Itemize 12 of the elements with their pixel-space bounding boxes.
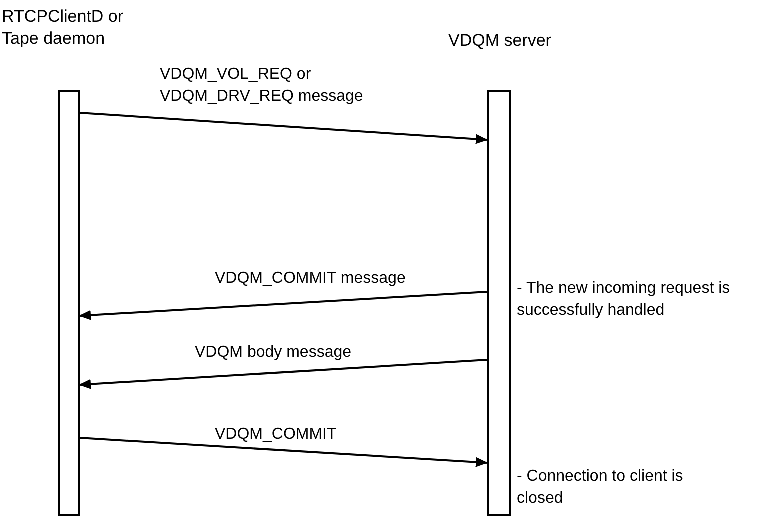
edge-label: VDQM_VOL_REQ or VDQM_DRV_REQ message — [160, 65, 364, 107]
note-text: - The new incoming request is successfully handled — [517, 279, 732, 321]
arrow — [80, 437, 488, 468]
note-text: - Connection to client is closed — [517, 467, 684, 509]
arrow — [79, 359, 488, 390]
lifeline-heading: VDQM server — [448, 30, 552, 52]
arrow — [80, 112, 488, 144]
lifeline-heading: RTCPClientD or Tape daemon — [2, 6, 125, 50]
arrow — [79, 291, 488, 320]
edge-label: VDQM_COMMIT — [215, 425, 338, 445]
edge-label: VDQM_COMMIT message — [215, 269, 407, 289]
edge-label: VDQM body message — [195, 343, 353, 363]
